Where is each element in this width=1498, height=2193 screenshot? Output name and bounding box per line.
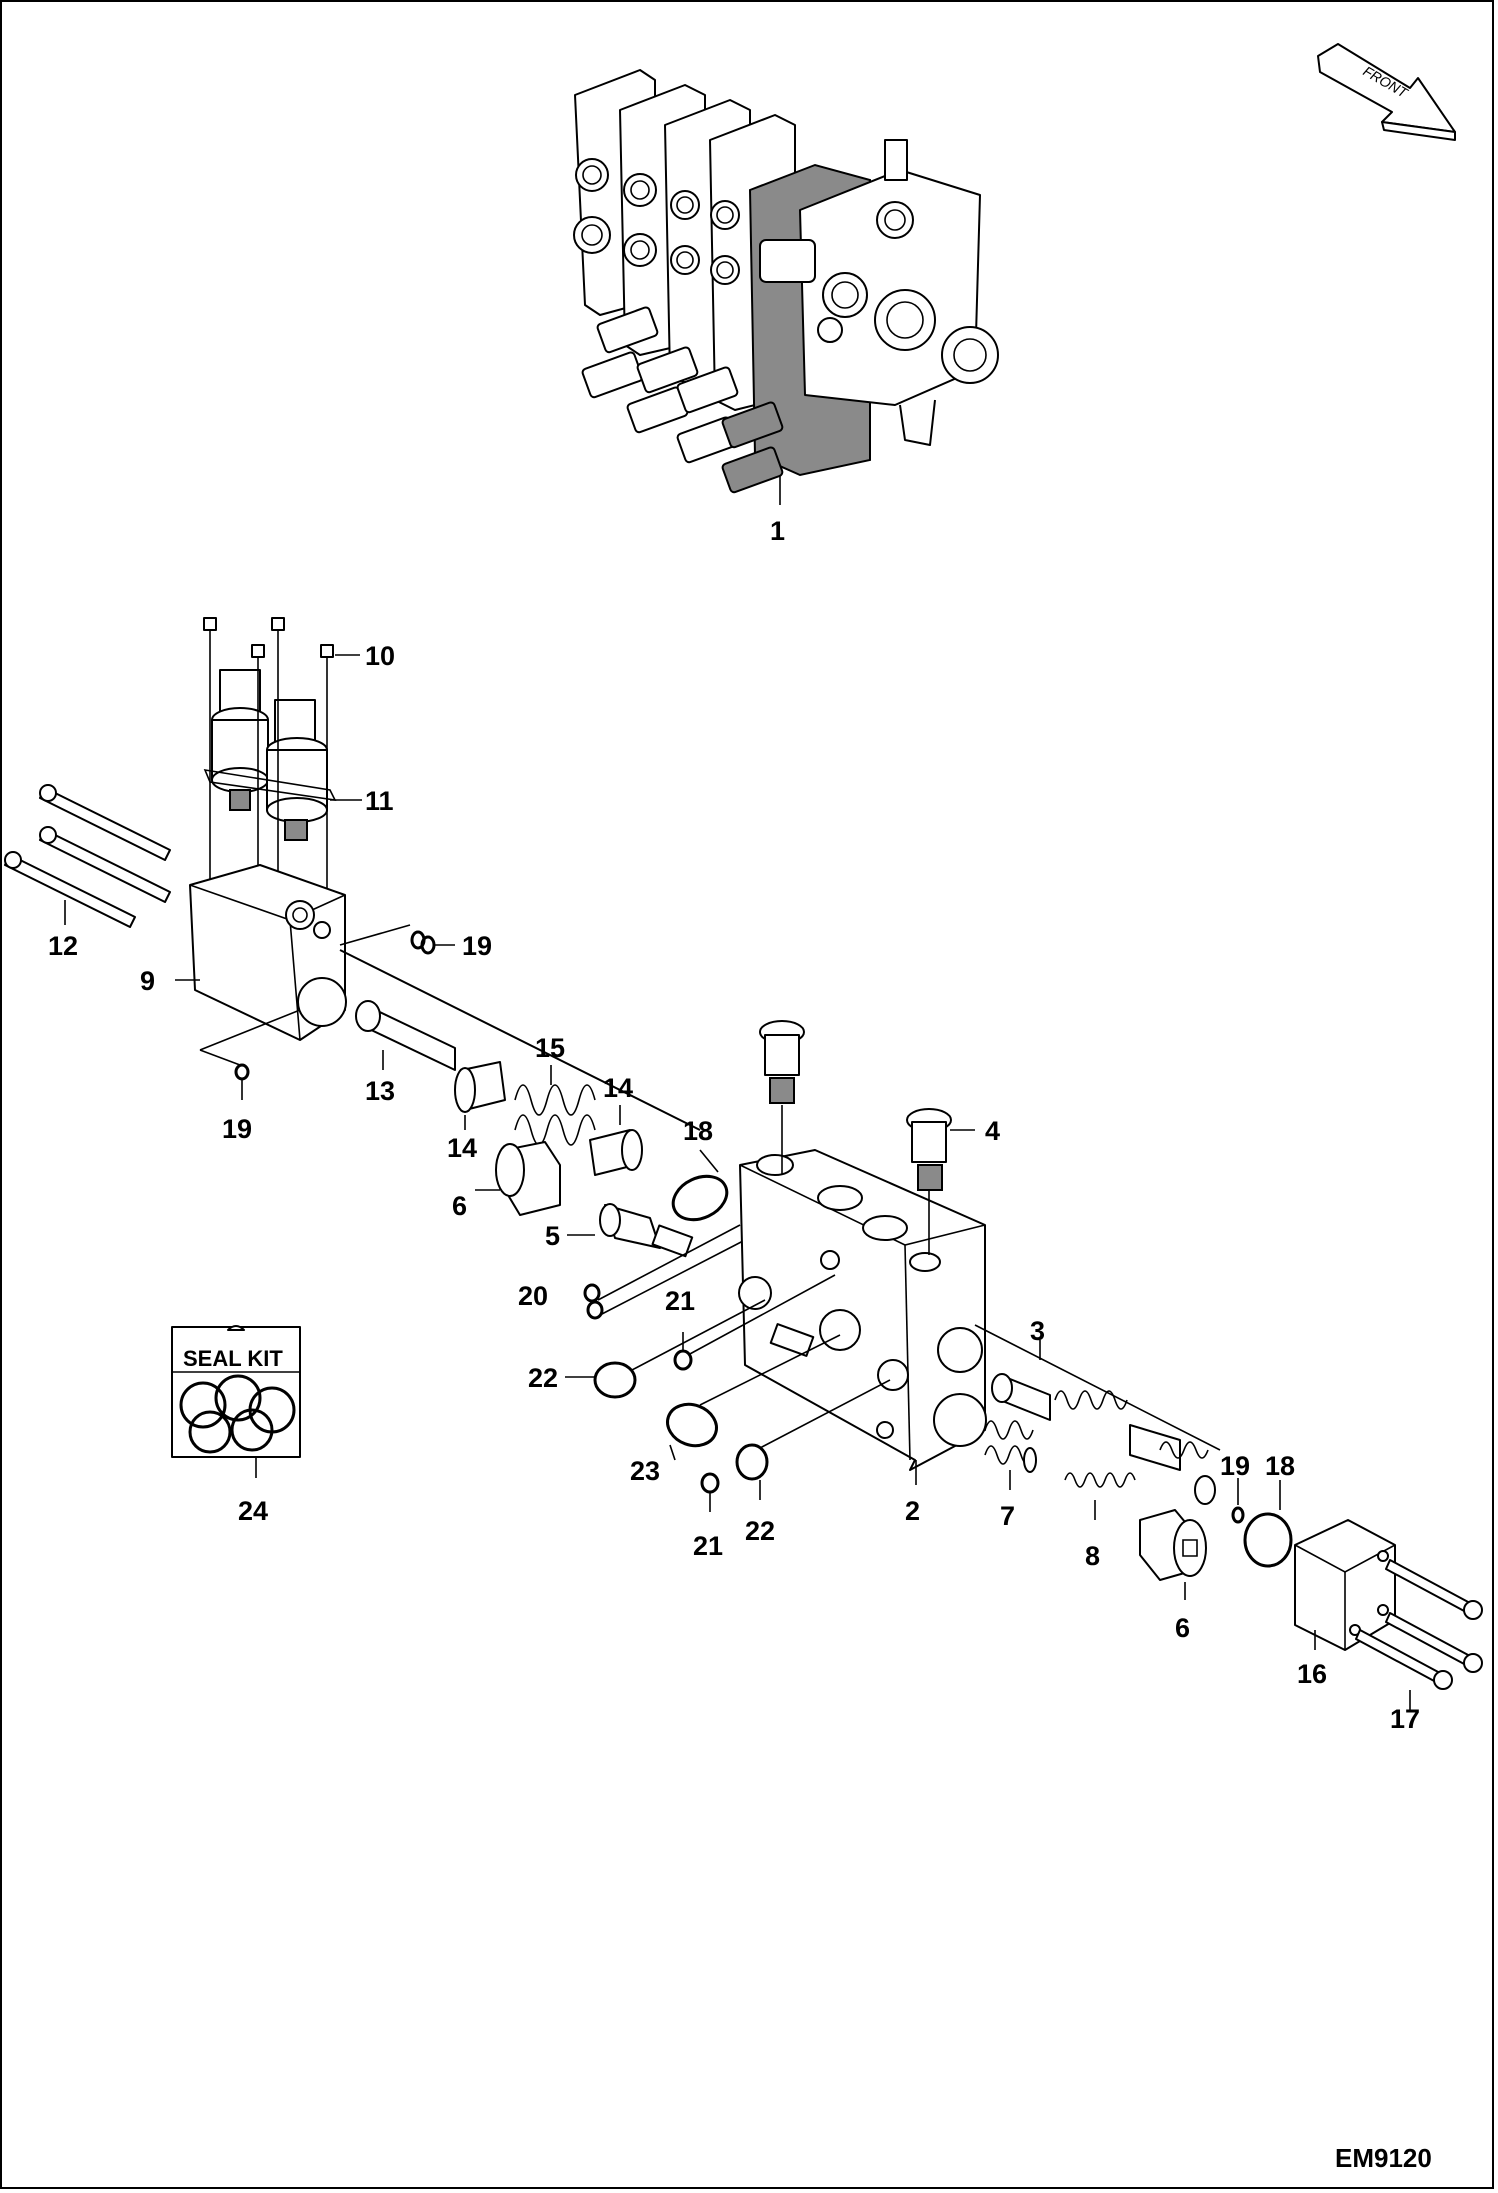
callout-9: 9 [140, 966, 155, 996]
o-ring-21-lower [700, 1472, 720, 1512]
callout-18-left: 18 [683, 1116, 713, 1146]
valve-section-body [738, 1149, 987, 1471]
callout-14-left: 14 [447, 1133, 477, 1163]
callout-20: 20 [518, 1281, 548, 1311]
callout-19-lower: 19 [222, 1114, 252, 1144]
callout-21-upper: 21 [665, 1286, 695, 1316]
tie-rods [4, 784, 171, 928]
o-ring-18-right [1243, 1480, 1293, 1568]
callout-6-left: 6 [452, 1191, 467, 1221]
spring-7 [984, 1420, 1037, 1490]
callout-15: 15 [535, 1033, 565, 1063]
callout-1: 1 [770, 516, 785, 546]
o-ring-22-lower [735, 1379, 891, 1500]
solenoid-coils [203, 669, 337, 841]
callout-12: 12 [48, 931, 78, 961]
callout-11: 11 [365, 786, 394, 816]
callout-5: 5 [545, 1221, 560, 1251]
plug-6-right [1139, 1509, 1207, 1600]
o-rings-20 [583, 1224, 746, 1320]
valve-assembly-complete [573, 69, 999, 505]
check-valve-5 [599, 1203, 694, 1258]
callout-10: 10 [365, 641, 395, 671]
callout-23: 23 [630, 1456, 660, 1486]
spring-8 [1064, 1472, 1136, 1520]
callout-18-right: 18 [1265, 1451, 1295, 1481]
drawing-code: EM9120 [1335, 2143, 1432, 2173]
spool-right [974, 1324, 1221, 1505]
o-ring-19-lower [199, 1009, 301, 1081]
end-cap-16 [1294, 1519, 1396, 1651]
spool [339, 949, 701, 1131]
o-ring-21-upper [673, 1274, 836, 1371]
plug-6-left [495, 1141, 561, 1216]
callout-14-right: 14 [603, 1073, 633, 1103]
o-rings-19-upper [339, 924, 436, 955]
callout-4: 4 [985, 1116, 1000, 1146]
callout-19-upper: 19 [462, 931, 492, 961]
callout-2: 2 [905, 1496, 920, 1526]
spring-15 [514, 1065, 596, 1146]
callout-13: 13 [365, 1076, 395, 1106]
callout-7: 7 [1000, 1501, 1015, 1531]
seal-kit-label: SEAL KIT [183, 1346, 283, 1371]
callout-6-right: 6 [1175, 1613, 1190, 1643]
callout-19-right: 19 [1220, 1451, 1250, 1481]
callout-17: 17 [1390, 1704, 1420, 1734]
o-ring-22-upper [593, 1299, 766, 1399]
relief-cartridge-lower [906, 1108, 952, 1255]
callout-24: 24 [238, 1496, 268, 1526]
callout-22-lower: 22 [745, 1516, 775, 1546]
callout-8: 8 [1085, 1541, 1100, 1571]
front-arrow-icon: FRONT [1317, 43, 1456, 141]
callout-22-upper: 22 [528, 1363, 558, 1393]
manifold-block [189, 864, 347, 1041]
o-ring-23 [666, 1334, 841, 1461]
tie-rod-bolts-17 [1355, 1559, 1483, 1710]
relief-cartridge-upper [759, 1020, 805, 1175]
o-ring-19-right [1231, 1478, 1245, 1524]
callout-3: 3 [1030, 1316, 1045, 1346]
spring-seat-left [454, 1061, 506, 1113]
callout-16: 16 [1297, 1659, 1327, 1689]
callout-21-lower: 21 [693, 1531, 723, 1561]
cap-screws [203, 617, 334, 900]
o-ring-18-left [671, 1149, 729, 1222]
seal-kit-icon: SEAL KIT [171, 1325, 301, 1458]
spring-seat-right [589, 1129, 643, 1176]
